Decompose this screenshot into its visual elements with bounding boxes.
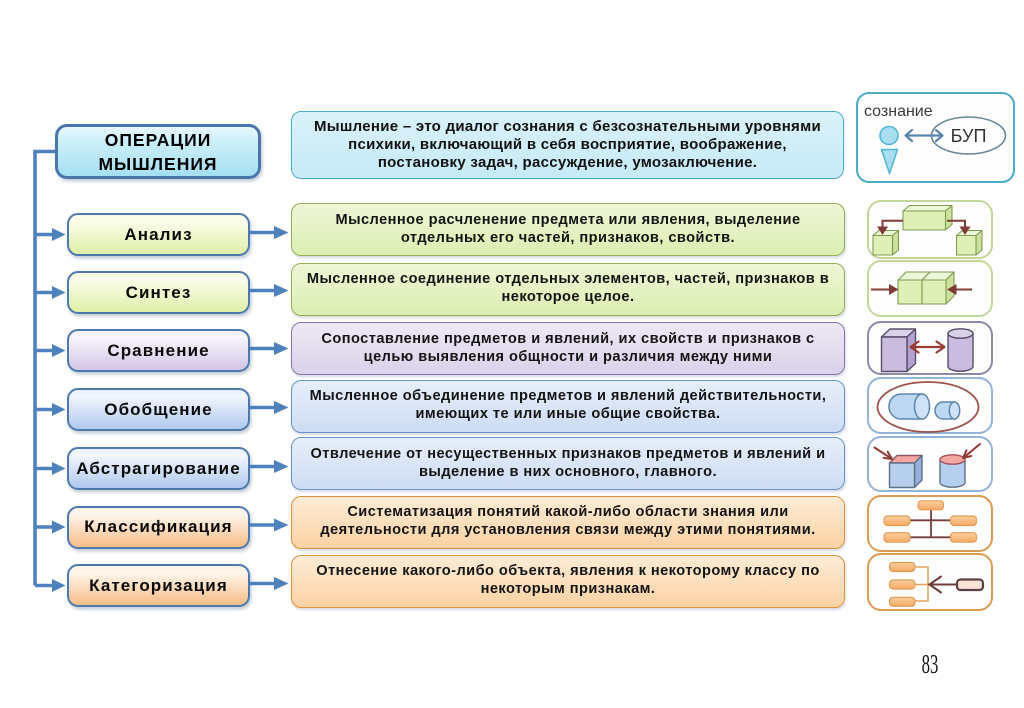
svg-text:БУП: БУП <box>951 126 987 146</box>
